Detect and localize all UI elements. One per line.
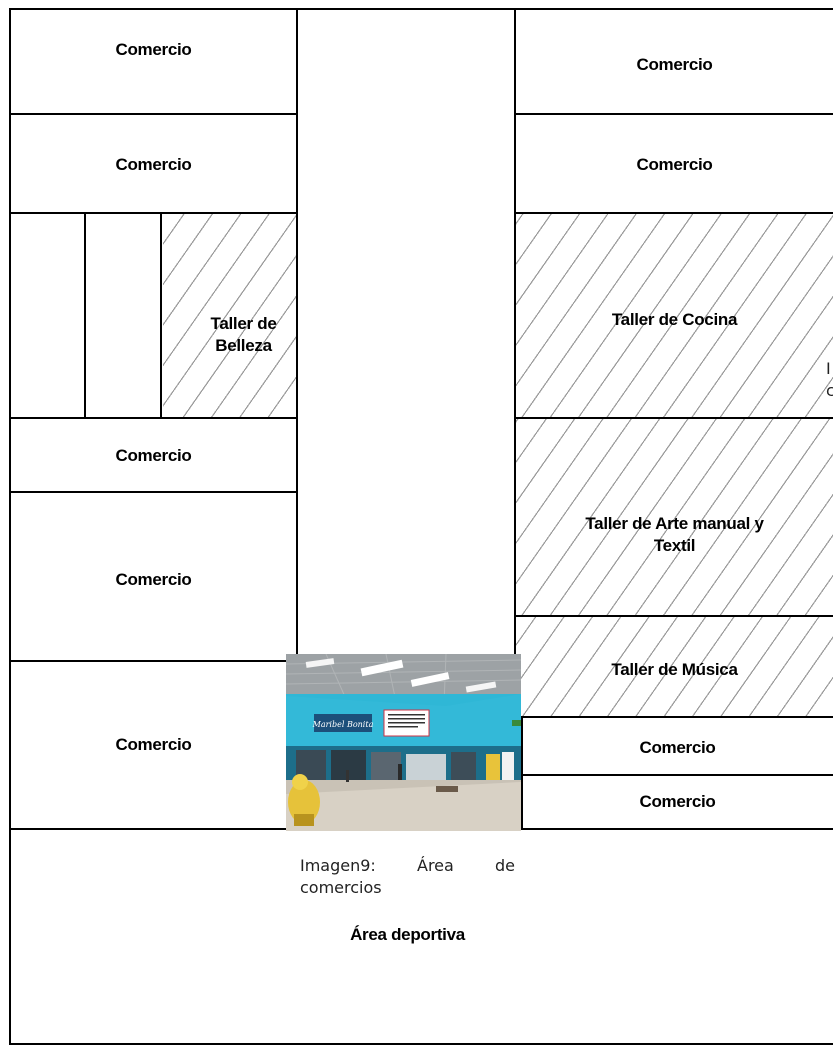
room-area-deportiva: Área deportiva <box>350 925 465 944</box>
caption-line-1: Imagen9: Área de <box>300 856 515 875</box>
clipped-text-fragment: I c <box>826 358 833 402</box>
corridor-left-wall <box>296 8 298 654</box>
room-right-comercio-2: Comercio <box>636 155 713 174</box>
caption-line-2: comercios <box>300 878 382 897</box>
outer-bottom-wall <box>10 1043 833 1045</box>
right-divider-2 <box>515 212 833 214</box>
photo-sign-text: Maribel Bonita <box>312 720 374 729</box>
room-left-comercio-1: Comercio <box>115 40 192 59</box>
outer-left-wall <box>9 8 11 1045</box>
room-right-comercio-3: Comercio <box>639 738 716 757</box>
taller-belleza-line2: Belleza <box>215 336 272 355</box>
hatch-taller-cocina <box>516 214 833 417</box>
right-divider-4 <box>515 615 833 617</box>
right-divider-5 <box>515 716 833 718</box>
room-taller-musica: Taller de Música <box>611 660 738 679</box>
left-divider-5 <box>10 660 288 662</box>
clipped-line-2: c <box>826 381 833 400</box>
commercial-area-photo: Maribel Bonita <box>286 654 521 831</box>
hatch-taller-arte <box>516 419 833 615</box>
right-divider-3 <box>515 417 833 419</box>
left-divider-3 <box>10 417 298 419</box>
room-taller-belleza: Taller de Belleza <box>163 300 296 370</box>
clipped-line-1: I <box>826 359 831 378</box>
taller-belleza-line1: Taller de <box>210 314 277 333</box>
hatch-taller-belleza <box>163 214 296 417</box>
room-left-comercio-4: Comercio <box>115 570 192 589</box>
right-lower-wall <box>521 717 523 829</box>
room-right-comercio-4: Comercio <box>639 792 716 811</box>
hatch-taller-musica <box>516 617 833 717</box>
corridor-right-wall <box>514 8 516 654</box>
small-room-wall-1 <box>84 213 86 418</box>
left-divider-2 <box>10 212 298 214</box>
room-left-comercio-3: Comercio <box>115 446 192 465</box>
room-left-comercio-2: Comercio <box>115 155 192 174</box>
outer-top-wall <box>10 8 833 10</box>
room-left-comercio-5: Comercio <box>115 735 192 754</box>
small-room-wall-2 <box>160 213 162 418</box>
taller-arte-line2: Textil <box>653 536 696 555</box>
room-taller-cocina: Taller de Cocina <box>611 310 738 329</box>
taller-arte-line1: Taller de Arte manual y <box>585 514 764 533</box>
left-divider-1 <box>10 113 298 115</box>
room-taller-arte: Taller de Arte manual y Textil <box>516 505 833 565</box>
right-divider-1 <box>515 113 833 115</box>
left-divider-4 <box>10 491 298 493</box>
right-divider-6 <box>521 774 833 776</box>
photo-caption: Imagen9: Área de comercios <box>300 855 515 899</box>
room-right-comercio-1: Comercio <box>636 55 713 74</box>
